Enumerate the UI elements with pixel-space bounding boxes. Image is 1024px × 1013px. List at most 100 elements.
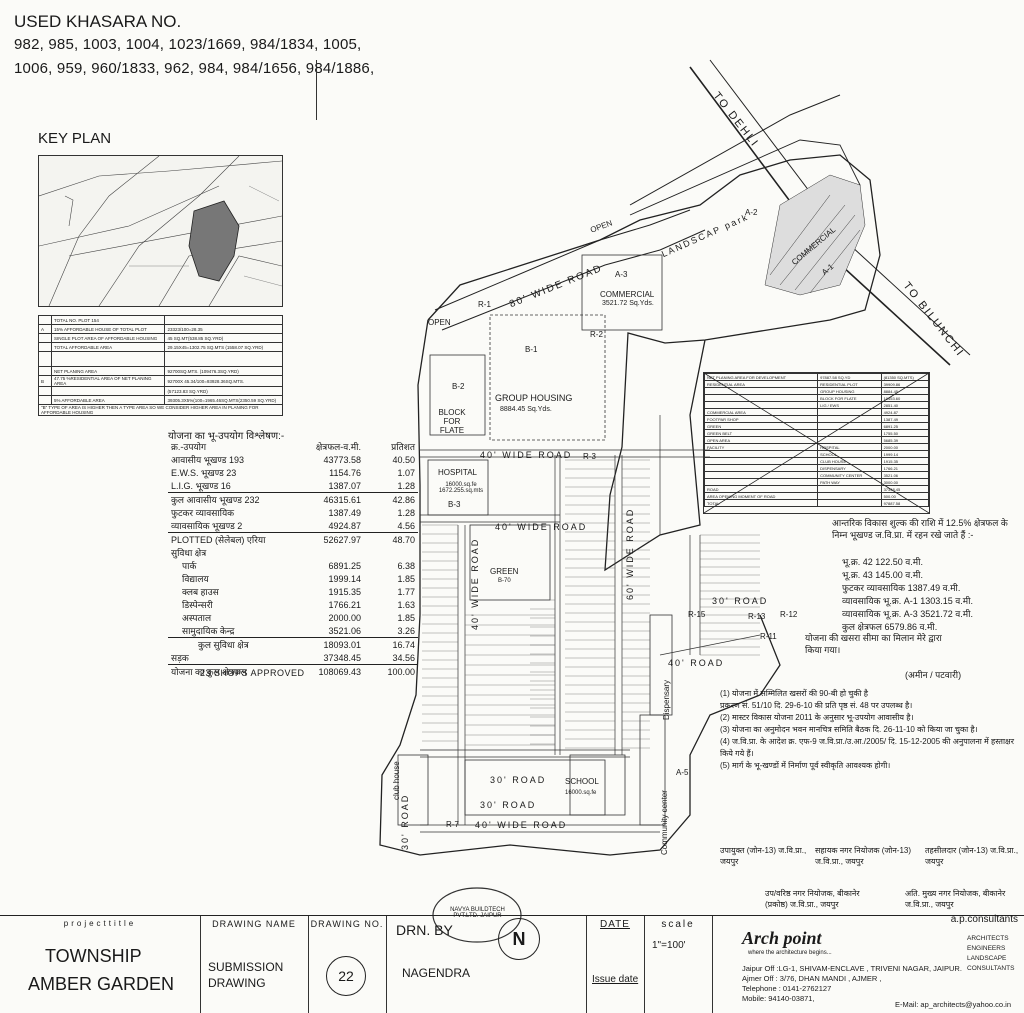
signature-chief-planner: अति. मुख्य नगर नियोजक, बीकानेर ज.वि.प्रा… (905, 889, 1006, 909)
road-40ft-3: 40' WIDE ROAD (470, 537, 480, 630)
telephone: Telephone : 0141-2762127 (742, 984, 832, 993)
table-row: सुविधा क्षेत्र (171, 548, 207, 558)
patwari-signature: (अमीन / पटवारी) (905, 670, 962, 680)
school-area: 16000.sq.fe (565, 790, 597, 796)
project-title-cell: projecttitle TOWNSHIP AMBER GARDEN (0, 916, 201, 1013)
drawing-no-value: 22 (326, 956, 366, 996)
hospital-area: 16000.sq.fe 1672.255.sq.mts (438, 482, 484, 494)
issue-date: Issue date (592, 974, 639, 985)
drawing-name-header: DRAWING NAME (212, 919, 296, 929)
address-jaipur: Jaipur Off :LG-1, SHIVAM-ENCLAVE , TRIVE… (742, 964, 962, 973)
drawing-name-1: SUBMISSION (208, 960, 284, 974)
road-r11: R-11 (760, 632, 777, 641)
community-center-label: Community center (660, 790, 669, 855)
north-arrow-icon: N (498, 918, 540, 960)
road-40ft-1: 40' WIDE ROAD (480, 450, 573, 460)
road-r2: R-2 (590, 330, 603, 339)
commercial-a3-area: 3521.72 Sq.Yds. (602, 300, 654, 307)
group-housing-label: GROUP HOUSING (495, 393, 573, 403)
open-label-1: OPEN (428, 318, 451, 327)
green-id: B-70 (498, 578, 511, 584)
drawing-no-cell: DRAWING NO. 22 (308, 916, 387, 1013)
block-flats-id: B-2 (452, 382, 465, 391)
land-use-table: क्र.-उपयोग क्षेत्रफल-व.मी. प्रतिशत आवासी… (168, 440, 418, 678)
khasara-title: USED KHASARA NO. (14, 12, 182, 31)
hospital-label: HOSPITAL (438, 468, 477, 477)
khasara-line-1: 982, 985, 1003, 1004, 1023/1669, 984/183… (14, 36, 362, 53)
commercial-a3-id: A-3 (615, 270, 628, 279)
drawing-name-cell: DRAWING NAME SUBMISSION DRAWING (200, 916, 309, 1013)
site-plan (360, 55, 1000, 900)
tagline: where the architecture begins... (748, 950, 832, 956)
firm-name: a.p.consultants (950, 914, 1018, 925)
cross-mark (704, 373, 929, 513)
col-use-header: क्र.-उपयोग (171, 442, 207, 452)
landscape-park-id: A-2 (745, 208, 758, 217)
services-list: ARCHITECTS ENGINEERS LANDSCAPE CONSULTAN… (967, 935, 1015, 972)
header-divider (316, 60, 317, 120)
mortgage-items: भू.क्र. 42 122.50 व.मी. भू.क्र. 43 145.0… (842, 557, 974, 632)
stamp-text: NAVYA BUILDTECH PVT.LTD. JAIPUR (450, 907, 505, 919)
green-label: GREEN (490, 567, 519, 576)
conditions-list: (1) योजना में सम्मिलित खसरों की 90-बी हो… (720, 689, 1015, 770)
community-center-id: A-5 (676, 768, 689, 777)
drn-by-value: NAGENDRA (402, 966, 471, 980)
email: E-Mail: ap_architects@yahoo.co.in (895, 1000, 1012, 1009)
road-30ft-2: 30' ROAD (400, 793, 410, 850)
signature-deputy-commissioner: उपायुक्त (जोन-13) ज.वि.प्रा., जयपुर (720, 846, 807, 866)
road-r12: R-12 (780, 610, 798, 619)
road-30ft-3: 30' ROAD (712, 596, 769, 606)
drn-by-header: DRN. BY (396, 922, 453, 938)
drawing-no-header: DRAWING NO. (310, 919, 384, 929)
block-flats-label: BLOCK FOR FLATE (438, 408, 466, 435)
hospital-id: B-3 (448, 500, 461, 509)
road-r1: R-1 (478, 300, 491, 309)
road-r13: R-13 (748, 612, 766, 621)
road-r15: R-15 (688, 610, 706, 619)
date-header: DATE (600, 919, 630, 930)
signature-senior-planner: उप/वरिष्ठ नगर नियोजक, बीकानेर (प्रकोष्ठ)… (765, 889, 860, 909)
road-40ft-2: 40' WIDE ROAD (495, 522, 588, 532)
scale-value: 1"=100' (652, 940, 686, 951)
project-title-header: projecttitle (63, 919, 137, 928)
key-plan-map (38, 155, 283, 307)
drn-by-cell: DRN. BY NAGENDRA N (386, 916, 587, 1013)
commercial-a3-label: COMMERCIAL (600, 290, 655, 299)
col-area-header: क्षेत्रफल-व.मी. (315, 442, 361, 452)
arch-point-logo: Arch point (742, 928, 822, 948)
road-40ft-5: 40' ROAD (668, 658, 725, 668)
project-name-2: AMBER GARDEN (28, 974, 175, 994)
address-ajmer: Ajmer Off : 3/76, DHAN MANDI , AJMER , (742, 974, 882, 983)
signature-asst-planner: सहायक नगर नियोजक (जोन-13) ज.वि.प्रा., जय… (815, 846, 912, 866)
road-40ft-4: 40' WIDE ROAD (475, 820, 568, 830)
school-label: SCHOOL (565, 777, 599, 786)
firm-cell: a.p.consultants Arch point where the arc… (712, 914, 1022, 1013)
road-30ft-1: 30' ROAD (490, 775, 547, 785)
mortgage-note: आन्तरिक विकास शुल्क की राशि में 12.5% क्… (832, 518, 1008, 540)
site-plan-svg (379, 59, 971, 856)
group-housing-area: 8884.45 Sq.Yds. (500, 406, 552, 413)
scale-cell: scale 1"=100' (644, 916, 713, 1013)
col-pct-header: प्रतिशत (391, 442, 415, 452)
group-housing-id: B-1 (525, 345, 538, 354)
road-r7: R-7 (446, 820, 459, 829)
boundary-note: योजना की खसरा सीमा का मिलान मेरे द्वारा … (805, 633, 942, 655)
title-block: projecttitle TOWNSHIP AMBER GARDEN DRAWI… (0, 914, 1024, 1013)
khasara-line-2: 1006, 959, 960/1833, 962, 984, 984/1656,… (14, 60, 375, 77)
shops-approved-note: 23 SHOPS APPROVED (200, 668, 305, 678)
key-plan-label: KEY PLAN (38, 130, 112, 147)
road-30ft-4: 30' ROAD (480, 800, 537, 810)
